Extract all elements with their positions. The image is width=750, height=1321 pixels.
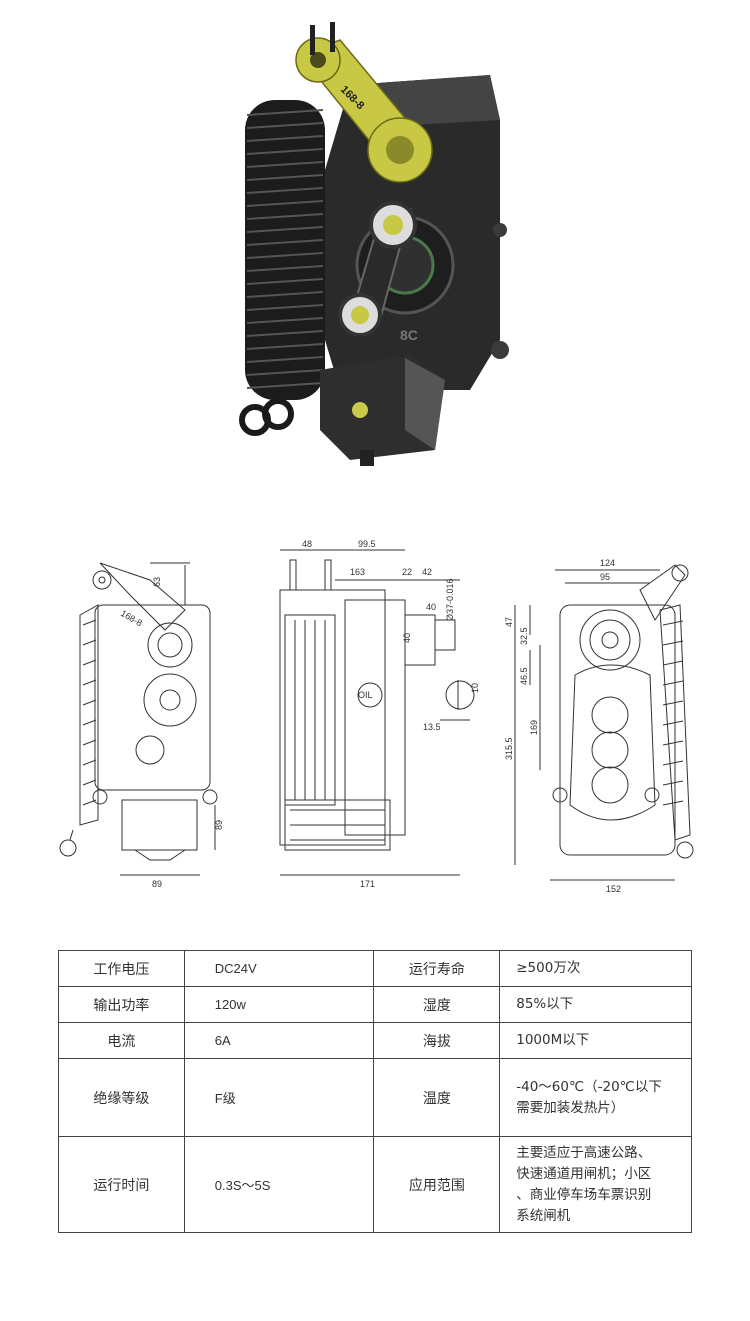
dim-124: 124 <box>600 558 615 568</box>
table-row: 运行时间 0.3S～5S 应用范围 主要适应于高速公路、 快速通道用闸机；小区 … <box>58 1136 692 1233</box>
dim-171: 171 <box>360 879 375 889</box>
dim-32-5: 32.5 <box>519 627 529 645</box>
spec-key: 运行寿命 <box>373 950 501 987</box>
dim-63: 63 <box>152 577 162 587</box>
oil-label: OIL <box>358 690 373 700</box>
technical-drawings: 63 89 89 168-8 48 99.5 163 22 42 40 40 Ø… <box>59 539 694 894</box>
table-row: 工作电压 DC24V 运行寿命 ≥500万次 <box>58 950 692 987</box>
left-arm-label: 168-8 <box>119 608 144 628</box>
spec-key: 应用范围 <box>373 1136 501 1233</box>
spec-value-line: -40～60℃（-20℃以下 <box>516 1078 662 1095</box>
spec-value: 0.3S～5S <box>183 1136 375 1233</box>
spec-key: 工作电压 <box>58 950 185 987</box>
spec-key: 绝缘等级 <box>58 1058 185 1137</box>
product-render: 8C 168-8 <box>239 22 509 466</box>
swing-arm: 168-8 <box>295 22 433 337</box>
dim-shaft-diameter: Ø37-0.016 <box>445 578 455 621</box>
dim-169: 169 <box>529 720 539 735</box>
dim-42: 42 <box>422 567 432 577</box>
spec-value: DC24V <box>183 950 375 987</box>
spec-key: 海拔 <box>373 1022 501 1059</box>
dim-13-5: 13.5 <box>423 722 441 732</box>
spec-value-line: 、商业停车场车票识别 <box>516 1186 652 1203</box>
spec-key: 湿度 <box>373 986 501 1023</box>
table-row: 绝缘等级 F级 温度 -40～60℃（-20℃以下 需要加装发热片） <box>58 1058 692 1137</box>
dim-315-5: 315.5 <box>504 737 514 760</box>
front-view-drawing <box>59 562 218 876</box>
spec-value: F级 <box>183 1058 375 1137</box>
spec-value: 1000M以下 <box>499 1022 692 1059</box>
spec-value: 85%以下 <box>499 986 692 1023</box>
spec-value-line: 主要适应于高速公路、 <box>516 1144 652 1161</box>
spec-key: 电流 <box>58 1022 185 1059</box>
spec-value: 6A <box>183 1022 375 1059</box>
dim-95: 95 <box>600 572 610 582</box>
spec-key: 输出功率 <box>58 986 185 1023</box>
dim-48: 48 <box>302 539 312 549</box>
dim-40-side: 40 <box>402 633 412 643</box>
spec-value: ≥500万次 <box>499 950 692 987</box>
spec-key: 运行时间 <box>58 1136 185 1233</box>
table-row: 电流 6A 海拔 1000M以下 <box>58 1022 692 1059</box>
dim-46-5: 46.5 <box>519 667 529 685</box>
spec-value-line: 快速通道用闸机；小区 <box>516 1165 652 1182</box>
dim-10: 10 <box>470 683 480 693</box>
dim-152: 152 <box>606 884 621 894</box>
spec-value-line: 系统闸机 <box>516 1207 571 1224</box>
spec-value-line: 需要加装发热片） <box>516 1099 625 1116</box>
motor <box>320 355 445 466</box>
dim-40-top: 40 <box>426 602 436 612</box>
dim-47: 47 <box>504 617 514 627</box>
tension-spring <box>239 100 325 436</box>
dim-22: 22 <box>402 567 412 577</box>
dim-89-horizontal: 89 <box>152 879 162 889</box>
table-row: 输出功率 120w 湿度 85%以下 <box>58 986 692 1023</box>
spec-value-multiline: 主要适应于高速公路、 快速通道用闸机；小区 、商业停车场车票识别 系统闸机 <box>499 1136 692 1233</box>
rear-view-drawing <box>514 564 694 881</box>
spec-value-multiline: -40～60℃（-20℃以下 需要加装发热片） <box>499 1058 692 1137</box>
spec-table: 工作电压 DC24V 运行寿命 ≥500万次 输出功率 120w 湿度 85%以… <box>58 950 692 1233</box>
plate-label: 8C <box>400 327 418 343</box>
side-view-drawing <box>279 549 475 876</box>
spec-value: 120w <box>183 986 375 1023</box>
dim-99-5: 99.5 <box>358 539 376 549</box>
dim-163: 163 <box>350 567 365 577</box>
dim-89-vertical: 89 <box>214 820 224 830</box>
spec-key: 温度 <box>373 1058 501 1137</box>
